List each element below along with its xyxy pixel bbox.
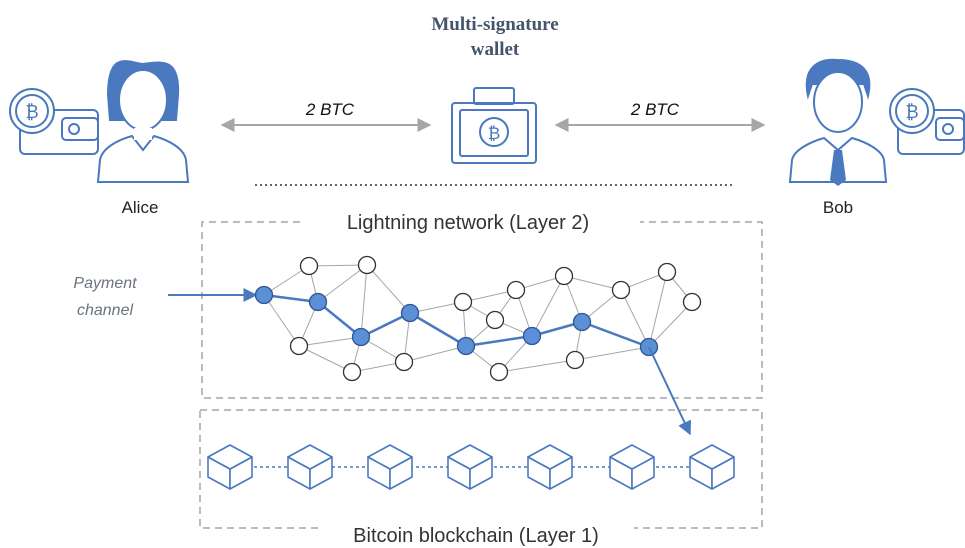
bob-label: Bob: [823, 198, 853, 217]
block-cube-icon: [207, 444, 253, 490]
network-edge: [263, 294, 300, 347]
payment-channel-label-line1: Payment: [73, 275, 137, 292]
layer1-label: Bitcoin blockchain (Layer 1): [353, 525, 599, 547]
route-node: [522, 326, 542, 346]
network-edge: [648, 301, 693, 348]
network-node: [357, 255, 377, 275]
network-edge: [648, 271, 668, 348]
left-amount-label: 2 BTC: [305, 100, 355, 119]
network-edge: [360, 264, 368, 338]
network-node: [453, 292, 473, 312]
right-amount-label: 2 BTC: [630, 100, 680, 119]
settlement-arrow: [648, 346, 691, 436]
network-node: [485, 310, 505, 330]
network-node: [611, 280, 631, 300]
svg-text:₿: ₿: [488, 124, 501, 144]
network-nodes: [254, 255, 702, 382]
block-cube-icon: [447, 444, 493, 490]
block-cube-icon: [367, 444, 413, 490]
network-node: [682, 292, 702, 312]
layer1-box: [199, 409, 763, 529]
network-node: [657, 262, 677, 282]
network-node: [565, 350, 585, 370]
block-cube-icon: [287, 444, 333, 490]
multisig-wallet-icon: ₿: [451, 87, 537, 164]
route-node: [400, 303, 420, 323]
network-edge: [574, 346, 650, 361]
network-edges: [263, 264, 693, 373]
network-node: [394, 352, 414, 372]
alice-wallet-icon: ₿: [9, 88, 99, 155]
svg-text:₿: ₿: [905, 102, 918, 123]
svg-text:₿: ₿: [25, 102, 38, 123]
network-node: [299, 256, 319, 276]
route-node: [254, 285, 274, 305]
wallet-title-line1: Multi-signature: [431, 14, 558, 35]
block-cube-icon: [527, 444, 573, 490]
network-edge: [298, 336, 362, 347]
network-edge: [366, 264, 411, 314]
payment-channel-label-line2: channel: [77, 302, 133, 319]
network-node: [506, 280, 526, 300]
network-edge: [620, 289, 650, 348]
network-node: [554, 266, 574, 286]
alice-person-icon: [96, 60, 190, 183]
network-edge: [308, 264, 368, 267]
route-node: [456, 336, 476, 356]
blockchain-blocks: [207, 444, 735, 490]
network-edge: [298, 345, 353, 373]
route-node: [308, 292, 328, 312]
bob-wallet-icon: ₿: [889, 88, 965, 155]
network-edge: [563, 275, 622, 291]
network-edge: [498, 359, 576, 373]
network-node: [489, 362, 509, 382]
network-edge: [317, 264, 368, 303]
layer2-box: [201, 221, 763, 399]
alice-label: Alice: [122, 198, 159, 217]
network-node: [289, 336, 309, 356]
network-edge: [403, 345, 467, 363]
route-segment: [465, 334, 533, 348]
network-node: [342, 362, 362, 382]
wallet-title-line2: wallet: [471, 39, 520, 60]
block-cube-icon: [689, 444, 735, 490]
layer2-label: Lightning network (Layer 2): [347, 212, 589, 234]
network-edge: [531, 275, 565, 337]
route-node: [351, 327, 371, 347]
route-node: [572, 312, 592, 332]
route-segment: [317, 301, 362, 338]
bob-person-icon: [788, 58, 888, 186]
route-segment: [409, 311, 467, 348]
block-cube-icon: [609, 444, 655, 490]
route-segment: [581, 320, 650, 349]
